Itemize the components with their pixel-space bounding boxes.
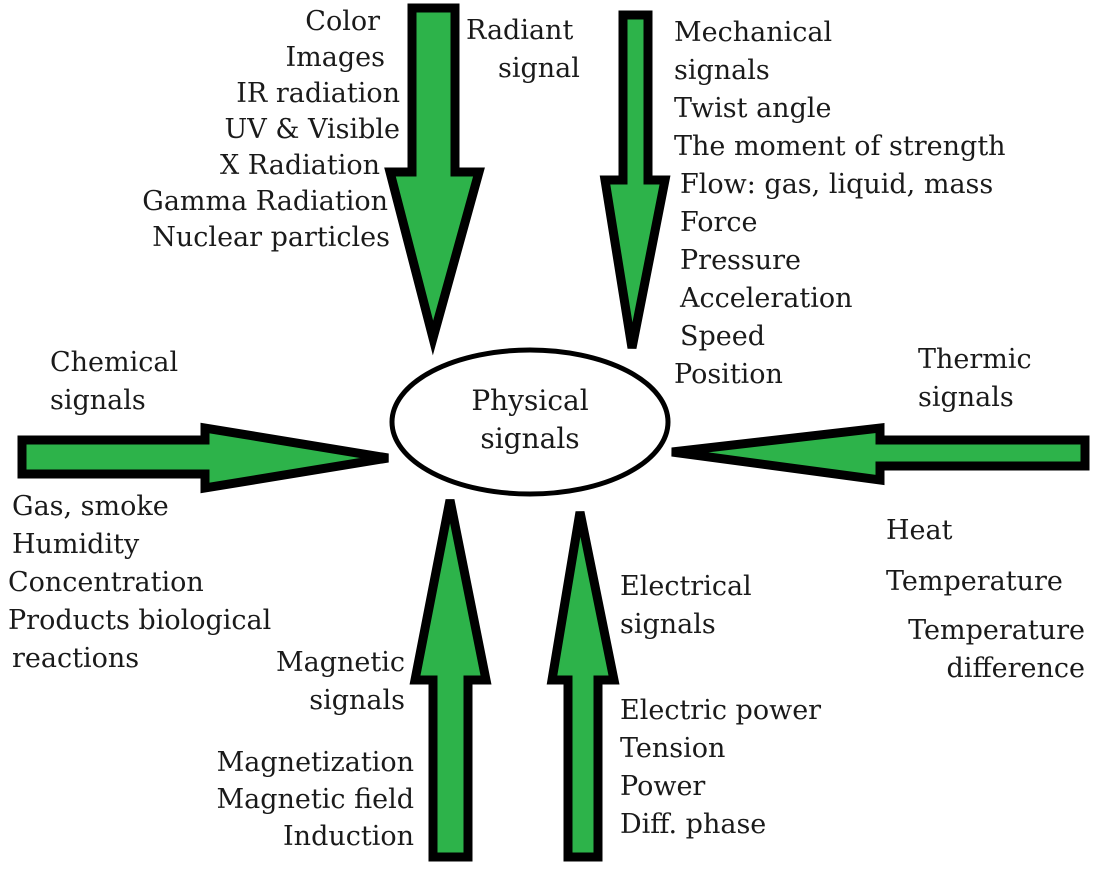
thermic-item-temperature-difference: Temperature difference <box>880 612 1085 688</box>
chemical-items: Gas, smoke Humidity Concentration Produc… <box>8 488 271 678</box>
electrical-title-line2: signals <box>620 609 716 640</box>
mechanical-item: Position <box>674 359 783 390</box>
radiant-item: Images <box>285 42 385 73</box>
electrical-item: Electric power <box>620 695 822 726</box>
center-label-line2: signals <box>480 422 580 455</box>
electrical-item: Power <box>620 771 706 802</box>
mechanical-item: Speed <box>680 321 766 352</box>
radiant-items: Color Images IR radiation UV & Visible X… <box>100 4 400 256</box>
thermic-title-line2: signals <box>918 382 1014 413</box>
electrical-title-line1: Electrical <box>620 571 752 602</box>
magnetic-item: Induction <box>283 821 414 852</box>
thermic-item: Temperature <box>908 615 1085 646</box>
thermic-title-line1: Thermic <box>918 344 1032 375</box>
thermic-item: difference <box>946 653 1085 684</box>
radiant-item: X Radiation <box>220 150 380 181</box>
mechanical-item: The moment of strength <box>674 131 1006 162</box>
magnetic-title-line2: signals <box>309 685 405 716</box>
mechanical-item: Acceleration <box>680 283 853 314</box>
chemical-item: Concentration <box>8 567 204 598</box>
thermic-arrow <box>671 422 1090 486</box>
chemical-item: reactions <box>12 643 140 674</box>
electrical-items: Electric power Tension Power Diff. phase <box>620 692 821 844</box>
mechanical-item: Flow: gas, liquid, mass <box>680 169 994 200</box>
radiant-item: Nuclear particles <box>152 222 390 253</box>
mechanical-item: Force <box>680 207 758 238</box>
radiant-item: IR radiation <box>236 78 400 109</box>
mechanical-title-line1: Mechanical <box>674 17 833 48</box>
radiant-item: Color <box>305 6 380 37</box>
chemical-title-line1: Chemical <box>50 347 179 378</box>
radiant-title-line1: Radiant <box>466 15 574 46</box>
chemical-title-line2: signals <box>50 385 146 416</box>
magnetic-title: Magnetic signals <box>240 644 405 720</box>
chemical-item: Humidity <box>12 529 140 560</box>
radiant-title: Radiant signal <box>466 12 580 88</box>
magnetic-arrow <box>409 499 492 862</box>
mechanical-title-line2: signals <box>674 55 770 86</box>
chemical-item: Gas, smoke <box>12 491 169 522</box>
radiant-item: Gamma Radiation <box>142 186 388 217</box>
electrical-item: Tension <box>620 733 726 764</box>
radiant-title-line2: signal <box>498 53 580 84</box>
chemical-title: Chemical signals <box>50 344 178 420</box>
center-label-line1: Physical <box>471 384 589 417</box>
magnetic-title-line1: Magnetic <box>275 647 405 678</box>
electrical-arrow <box>546 511 620 862</box>
magnetic-items: Magnetization Magnetic field Induction <box>150 744 415 855</box>
mechanical-item: Twist angle <box>674 93 832 124</box>
radiant-arrow <box>384 3 485 356</box>
thermic-item-temperature: Temperature <box>886 566 1063 597</box>
chemical-arrow <box>17 422 389 494</box>
magnetic-item: Magnetization <box>216 747 414 778</box>
electrical-item: Diff. phase <box>620 809 767 840</box>
radiant-item: UV & Visible <box>224 114 401 145</box>
thermic-item-heat: Heat <box>886 515 953 546</box>
electrical-title: Electrical signals <box>620 568 752 644</box>
chemical-item: Products biological <box>8 605 272 636</box>
mechanical-item: Pressure <box>680 245 802 276</box>
magnetic-item: Magnetic field <box>216 784 415 815</box>
mechanical-block: Mechanical signals Twist angle The momen… <box>674 14 1006 394</box>
thermic-title: Thermic signals <box>918 341 1032 417</box>
mechanical-arrow <box>599 10 671 349</box>
center-label: Physical signals <box>440 382 620 458</box>
physical-signals-ellipse <box>389 347 671 497</box>
